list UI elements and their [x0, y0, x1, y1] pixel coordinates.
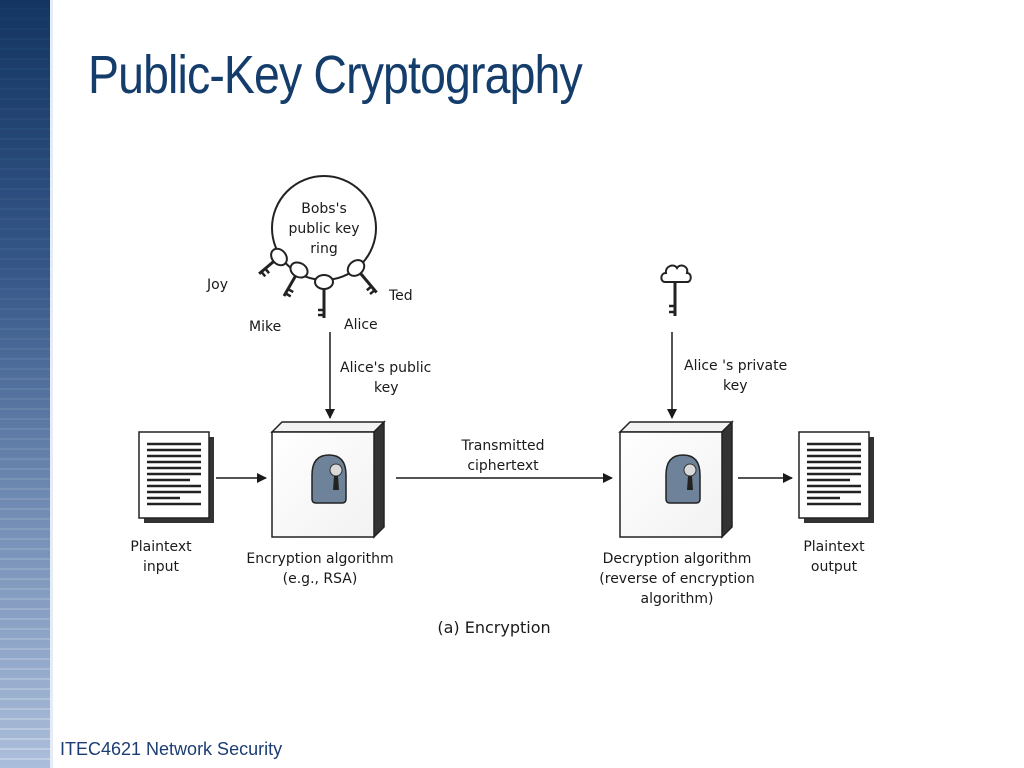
plaintext-input-document-icon — [138, 431, 214, 523]
joy-key-icon — [258, 247, 288, 278]
key-name-alice: Alice — [344, 317, 378, 333]
plaintext-input-label-line-1: Plaintext — [130, 539, 192, 555]
key-ring-label-line-2: public key — [288, 221, 359, 237]
side-stripe-gradient — [0, 0, 50, 768]
alice-private-key-label-line-1: Alice 's private — [684, 358, 787, 374]
footer-course-name: ITEC4621 Network Security — [60, 739, 283, 759]
decryption-label-line-3: algorithm) — [640, 591, 713, 607]
ted-key-icon — [346, 259, 378, 296]
private-key-icon — [660, 264, 692, 316]
side-stripe-edge — [50, 0, 53, 768]
plaintext-output-label-line-1: Plaintext — [803, 539, 865, 555]
encryption-label-line-2: (e.g., RSA) — [283, 571, 358, 587]
key-ring-label-line-1: Bobs's — [301, 201, 347, 217]
key-name-mike: Mike — [249, 319, 281, 335]
alice-key-icon — [314, 274, 334, 318]
decryption-label-line-1: Decryption algorithm — [603, 551, 752, 567]
alice-public-key-label-line-1: Alice's public — [340, 360, 431, 376]
plaintext-output-document-icon — [798, 431, 874, 523]
diagram-caption: (a) Encryption — [437, 618, 550, 637]
alice-private-key-label-line-2: key — [723, 378, 748, 394]
transmitted-label-line-2: ciphertext — [467, 458, 539, 474]
mike-key-icon — [282, 261, 309, 298]
plaintext-input-label-line-2: input — [143, 559, 180, 575]
decryption-lock-icon — [665, 454, 701, 504]
page-title: Public-Key Cryptography — [88, 45, 583, 105]
key-name-ted: Ted — [388, 288, 413, 304]
alice-public-key-label-line-2: key — [374, 380, 399, 396]
encryption-lock-icon — [311, 454, 347, 504]
decryption-label-line-2: (reverse of encryption — [599, 571, 754, 587]
transmitted-label-line-1: Transmitted — [460, 438, 544, 454]
plaintext-output-label-line-2: output — [811, 559, 858, 575]
key-ring-label-line-3: ring — [310, 241, 337, 257]
encryption-label-line-1: Encryption algorithm — [246, 551, 393, 567]
key-name-joy: Joy — [206, 277, 228, 293]
key-ring: Bobs's public key ring — [271, 175, 377, 281]
